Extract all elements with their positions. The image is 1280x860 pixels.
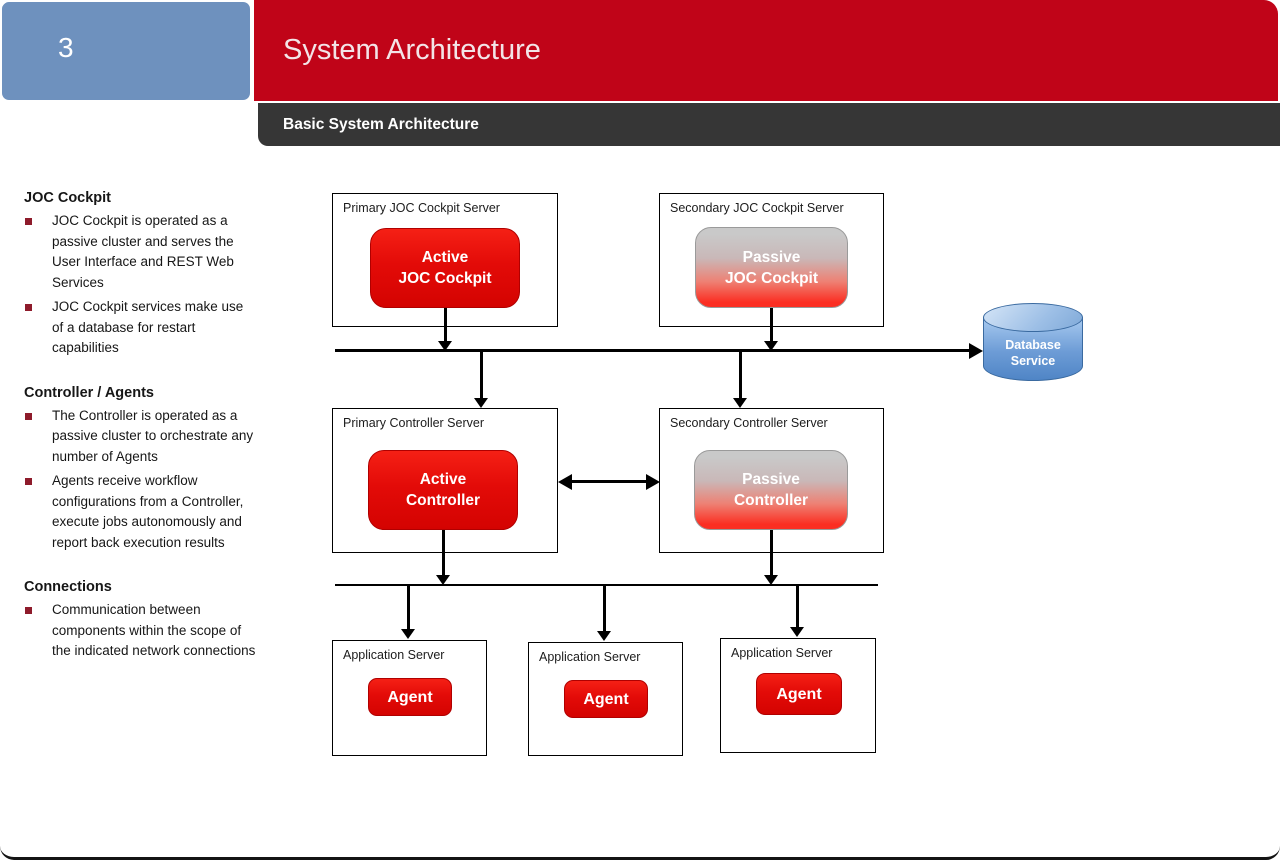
connector-passive-joc-to-bus1 <box>770 308 773 343</box>
bullet-text: JOC Cockpit is operated as a passive clu… <box>52 213 234 290</box>
arrowhead-bus2-to-app2 <box>597 631 611 641</box>
database-cylinder-top <box>983 303 1083 332</box>
sidebar: JOC Cockpit JOC Cockpit is operated as a… <box>24 190 260 688</box>
component-label-line2: Controller <box>733 492 809 509</box>
connector-controllers-sync <box>570 480 648 483</box>
network-bus-2 <box>335 584 878 586</box>
arrowhead-bus1-to-database <box>969 343 983 359</box>
slide-subtitle: Basic System Architecture <box>283 115 479 133</box>
server-label: Primary JOC Cockpit Server <box>343 201 500 215</box>
arrowhead-bus2-to-app3 <box>790 627 804 637</box>
connector-bus2-to-app2 <box>603 586 606 632</box>
slide-title: System Architecture <box>283 34 541 66</box>
bullet-text: JOC Cockpit services make use of a datab… <box>52 299 244 355</box>
component-agent-1: Agent <box>368 678 452 716</box>
arrowhead-active-joc-to-bus1 <box>438 341 452 351</box>
component-active-controller: Active Controller <box>368 450 518 530</box>
server-label: Application Server <box>731 646 833 660</box>
arrowhead-bus2-to-app1 <box>401 629 415 639</box>
arrowhead-passive-controller-to-bus2 <box>764 575 778 585</box>
component-label-line1: Active <box>419 471 467 488</box>
component-label-line1: Agent <box>776 685 822 703</box>
arrowhead-controllers-right <box>646 474 660 490</box>
server-label: Application Server <box>343 648 445 662</box>
arrowhead-controllers-left <box>558 474 572 490</box>
section-heading: Controller / Agents <box>24 384 154 401</box>
network-bus-1 <box>335 349 971 352</box>
connector-active-controller-to-bus2 <box>442 530 445 577</box>
component-passive-joc-cockpit: Passive JOC Cockpit <box>695 227 848 308</box>
database-label-line2: Service <box>1010 354 1056 368</box>
component-passive-controller: Passive Controller <box>694 450 848 530</box>
bullet-text: Communication between components within … <box>52 602 256 658</box>
bullet-marker-icon <box>25 218 32 225</box>
bullet-marker-icon <box>25 478 32 485</box>
component-label-line2: Controller <box>405 492 481 509</box>
component-label-line2: JOC Cockpit <box>724 269 818 287</box>
slide-number: 3 <box>58 32 74 63</box>
connector-passive-controller-to-bus2 <box>770 530 773 577</box>
bullet-text: The Controller is operated as a passive … <box>52 407 254 464</box>
component-label-line1: Agent <box>387 688 433 706</box>
arrowhead-bus1-to-secondary-controller <box>733 398 747 408</box>
bullet-text: Agents receive workflow configurations f… <box>52 473 244 550</box>
title-banner: System Architecture <box>254 0 1278 101</box>
section-heading: JOC Cockpit <box>24 190 112 206</box>
bullet-marker-icon <box>25 304 32 311</box>
component-agent-2: Agent <box>564 680 648 718</box>
component-label-line1: Passive <box>742 471 800 488</box>
database-label-line1: Database <box>1005 338 1061 352</box>
subtitle-bar: Basic System Architecture <box>258 103 1280 146</box>
section-heading: Connections <box>24 579 112 595</box>
server-label: Application Server <box>539 650 641 664</box>
server-label: Secondary Controller Server <box>670 416 828 430</box>
database-label: Database Service <box>983 337 1083 369</box>
connector-bus2-to-app1 <box>407 586 410 630</box>
component-label-line1: Agent <box>583 690 629 708</box>
bullet-marker-icon <box>25 607 32 614</box>
connector-bus2-to-app3 <box>796 586 799 628</box>
sidebar-section-connections: Connections Communication between compon… <box>24 579 260 662</box>
component-label-line1: Passive <box>742 248 801 266</box>
bullet-item: Agents receive workflow configurations f… <box>24 471 256 553</box>
slide-number-box: 3 <box>2 2 250 100</box>
component-active-joc-cockpit: Active JOC Cockpit <box>370 228 520 308</box>
component-label-line1: Active <box>421 249 469 266</box>
bullet-item: Communication between components within … <box>24 600 256 662</box>
server-label: Secondary JOC Cockpit Server <box>670 201 844 215</box>
arrowhead-bus1-to-primary-controller <box>474 398 488 408</box>
arrowhead-passive-joc-to-bus1 <box>764 341 778 351</box>
sidebar-section-joc-cockpit: JOC Cockpit JOC Cockpit is operated as a… <box>24 190 260 359</box>
bullet-item: JOC Cockpit services make use of a datab… <box>24 297 256 359</box>
bullet-item: JOC Cockpit is operated as a passive clu… <box>24 211 256 293</box>
connector-active-joc-to-bus1 <box>444 308 447 343</box>
component-label-line2: JOC Cockpit <box>398 270 492 287</box>
connector-bus1-to-secondary-controller <box>739 352 742 400</box>
bullet-marker-icon <box>25 412 32 420</box>
server-label: Primary Controller Server <box>343 416 485 430</box>
connector-bus1-to-primary-controller <box>480 352 483 400</box>
bullet-item: The Controller is operated as a passive … <box>24 406 256 468</box>
component-agent-3: Agent <box>756 673 842 715</box>
sidebar-section-controller-agents: Controller / Agents The Controller is op… <box>24 385 260 554</box>
arrowhead-active-controller-to-bus2 <box>436 575 450 585</box>
